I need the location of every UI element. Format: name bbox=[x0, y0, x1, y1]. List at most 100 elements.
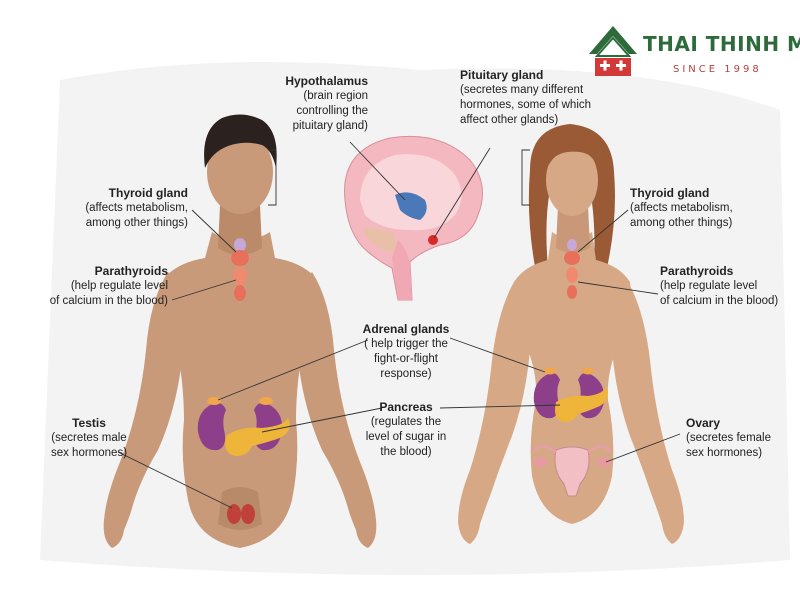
label-pituitary-line: (secretes many different bbox=[460, 84, 584, 96]
label-pancreas-line: level of sugar in bbox=[365, 431, 447, 443]
female-pancreas bbox=[555, 386, 608, 422]
male-torso bbox=[163, 232, 317, 548]
logo-mark-icon bbox=[589, 26, 637, 76]
label-pituitary-line: hormones, some of which bbox=[460, 99, 592, 111]
logo-subtitle: SINCE 1998 bbox=[673, 64, 762, 75]
leader-ovary bbox=[605, 433, 681, 463]
label-parathyroids-left-line: (help regulate level bbox=[70, 280, 168, 292]
female-figure bbox=[458, 124, 684, 544]
label-adrenal-line: ( help trigger the bbox=[364, 338, 448, 350]
leader-parathyroids-right bbox=[577, 281, 659, 295]
label-adrenal-line: fight-or-flight bbox=[374, 353, 438, 365]
male-pancreas bbox=[225, 418, 290, 456]
label-pituitary-line: affect other glands) bbox=[460, 114, 559, 126]
label-thyroid-right: Thyroid gland (affects metabolism, among… bbox=[630, 186, 760, 231]
female-left-adrenal bbox=[544, 367, 556, 375]
label-parathyroids-left: Parathyroids (help regulate level of cal… bbox=[20, 264, 168, 309]
leader-adrenal-female bbox=[449, 337, 546, 373]
logo-title: THAI THINH MEDIC bbox=[643, 32, 800, 56]
label-testis-title: Testis bbox=[72, 416, 106, 430]
male-right-arm bbox=[290, 272, 377, 548]
label-hypothalamus-line: pituitary gland) bbox=[292, 120, 368, 132]
female-thyroid bbox=[564, 239, 580, 299]
label-thyroid-left-line: among other things) bbox=[85, 217, 188, 229]
label-hypothalamus-title: Hypothalamus bbox=[285, 74, 368, 88]
leader-testis bbox=[117, 451, 233, 509]
leader-pancreas-male bbox=[261, 407, 383, 433]
label-parathyroids-right-line: of calcium in the blood) bbox=[660, 295, 779, 307]
brand-logo: THAI THINH MEDIC SINCE 1998 bbox=[585, 20, 800, 82]
male-left-adrenal bbox=[207, 397, 221, 405]
brain-ventricle bbox=[395, 192, 427, 220]
male-left-kidney bbox=[197, 402, 226, 451]
label-testis-line: (secretes male bbox=[51, 432, 127, 444]
label-pancreas-line: the blood) bbox=[380, 446, 432, 458]
label-hypothalamus-line: controlling the bbox=[296, 105, 368, 117]
label-thyroid-left: Thyroid gland (affects metabolism, among… bbox=[60, 186, 188, 231]
label-ovary: Ovary (secretes female sex hormones) bbox=[686, 416, 792, 461]
brain-inner bbox=[360, 154, 462, 231]
female-left-kidney bbox=[533, 372, 560, 419]
leader-thyroid-left bbox=[191, 209, 237, 253]
female-neck bbox=[556, 205, 590, 253]
leader-pituitary bbox=[433, 147, 491, 239]
male-hair bbox=[204, 114, 277, 168]
leader-pancreas-female bbox=[439, 404, 561, 409]
label-thyroid-left-line: (affects metabolism, bbox=[85, 202, 188, 214]
label-parathyroids-right-title: Parathyroids bbox=[660, 264, 734, 278]
male-left-arm bbox=[103, 272, 190, 548]
male-groin bbox=[218, 487, 262, 530]
female-right-adrenal bbox=[582, 367, 594, 375]
leader-adrenal-male bbox=[217, 339, 369, 401]
female-left-arm bbox=[458, 282, 530, 544]
leader-parathyroids-left bbox=[171, 279, 237, 301]
label-parathyroids-left-title: Parathyroids bbox=[94, 264, 168, 278]
label-thyroid-right-title: Thyroid gland bbox=[630, 186, 710, 200]
male-head bbox=[207, 130, 273, 214]
label-parathyroids-right-line: (help regulate level bbox=[660, 280, 758, 292]
label-ovary-title: Ovary bbox=[686, 416, 721, 430]
label-thyroid-left-title: Thyroid gland bbox=[108, 186, 188, 200]
label-parathyroids-left-line: of calcium in the blood) bbox=[49, 295, 168, 307]
male-right-adrenal bbox=[259, 397, 273, 405]
label-pituitary: Pituitary gland (secretes many different… bbox=[460, 68, 610, 128]
leader-lines bbox=[117, 141, 681, 509]
cerebellum bbox=[362, 228, 396, 252]
label-pancreas: Pancreas (regulates the level of sugar i… bbox=[350, 400, 462, 460]
male-figure bbox=[103, 114, 377, 548]
label-adrenal: Adrenal glands ( help trigger the fight-… bbox=[350, 322, 462, 382]
label-adrenal-title: Adrenal glands bbox=[362, 322, 450, 336]
label-adrenal-line: response) bbox=[380, 368, 432, 380]
male-right-testis bbox=[241, 504, 255, 524]
leader-hypothalamus bbox=[349, 141, 406, 201]
female-hair-front bbox=[544, 138, 600, 176]
female-uterus bbox=[554, 446, 590, 497]
leader-thyroid-right bbox=[577, 209, 629, 253]
male-brain-bracket bbox=[268, 149, 277, 206]
brain-cross-section bbox=[344, 135, 483, 301]
label-testis-line: sex hormones) bbox=[50, 447, 128, 459]
male-left-testis bbox=[227, 504, 241, 524]
label-ovary-line: (secretes female bbox=[686, 432, 772, 444]
label-pancreas-line: (regulates the bbox=[370, 416, 442, 428]
brainstem bbox=[392, 240, 412, 300]
label-testis: Testis (secretes male sex hormones) bbox=[38, 416, 140, 461]
label-pancreas-title: Pancreas bbox=[379, 400, 433, 414]
pituitary-dot bbox=[428, 235, 438, 245]
label-thyroid-right-line: among other things) bbox=[630, 217, 733, 229]
label-ovary-line: sex hormones) bbox=[686, 447, 763, 459]
label-thyroid-right-line: (affects metabolism, bbox=[630, 202, 733, 214]
female-right-arm bbox=[612, 282, 684, 544]
female-right-ovary bbox=[597, 457, 611, 467]
male-neck bbox=[218, 205, 262, 255]
female-brain-bracket bbox=[521, 149, 530, 206]
female-fallopian-tubes bbox=[532, 444, 612, 454]
female-left-ovary bbox=[533, 457, 547, 467]
label-parathyroids-right: Parathyroids (help regulate level of cal… bbox=[660, 264, 798, 309]
female-torso bbox=[513, 232, 631, 524]
label-hypothalamus: Hypothalamus (brain region controlling t… bbox=[240, 74, 368, 134]
label-pituitary-title: Pituitary gland bbox=[460, 68, 544, 82]
label-hypothalamus-line: (brain region bbox=[303, 90, 368, 102]
